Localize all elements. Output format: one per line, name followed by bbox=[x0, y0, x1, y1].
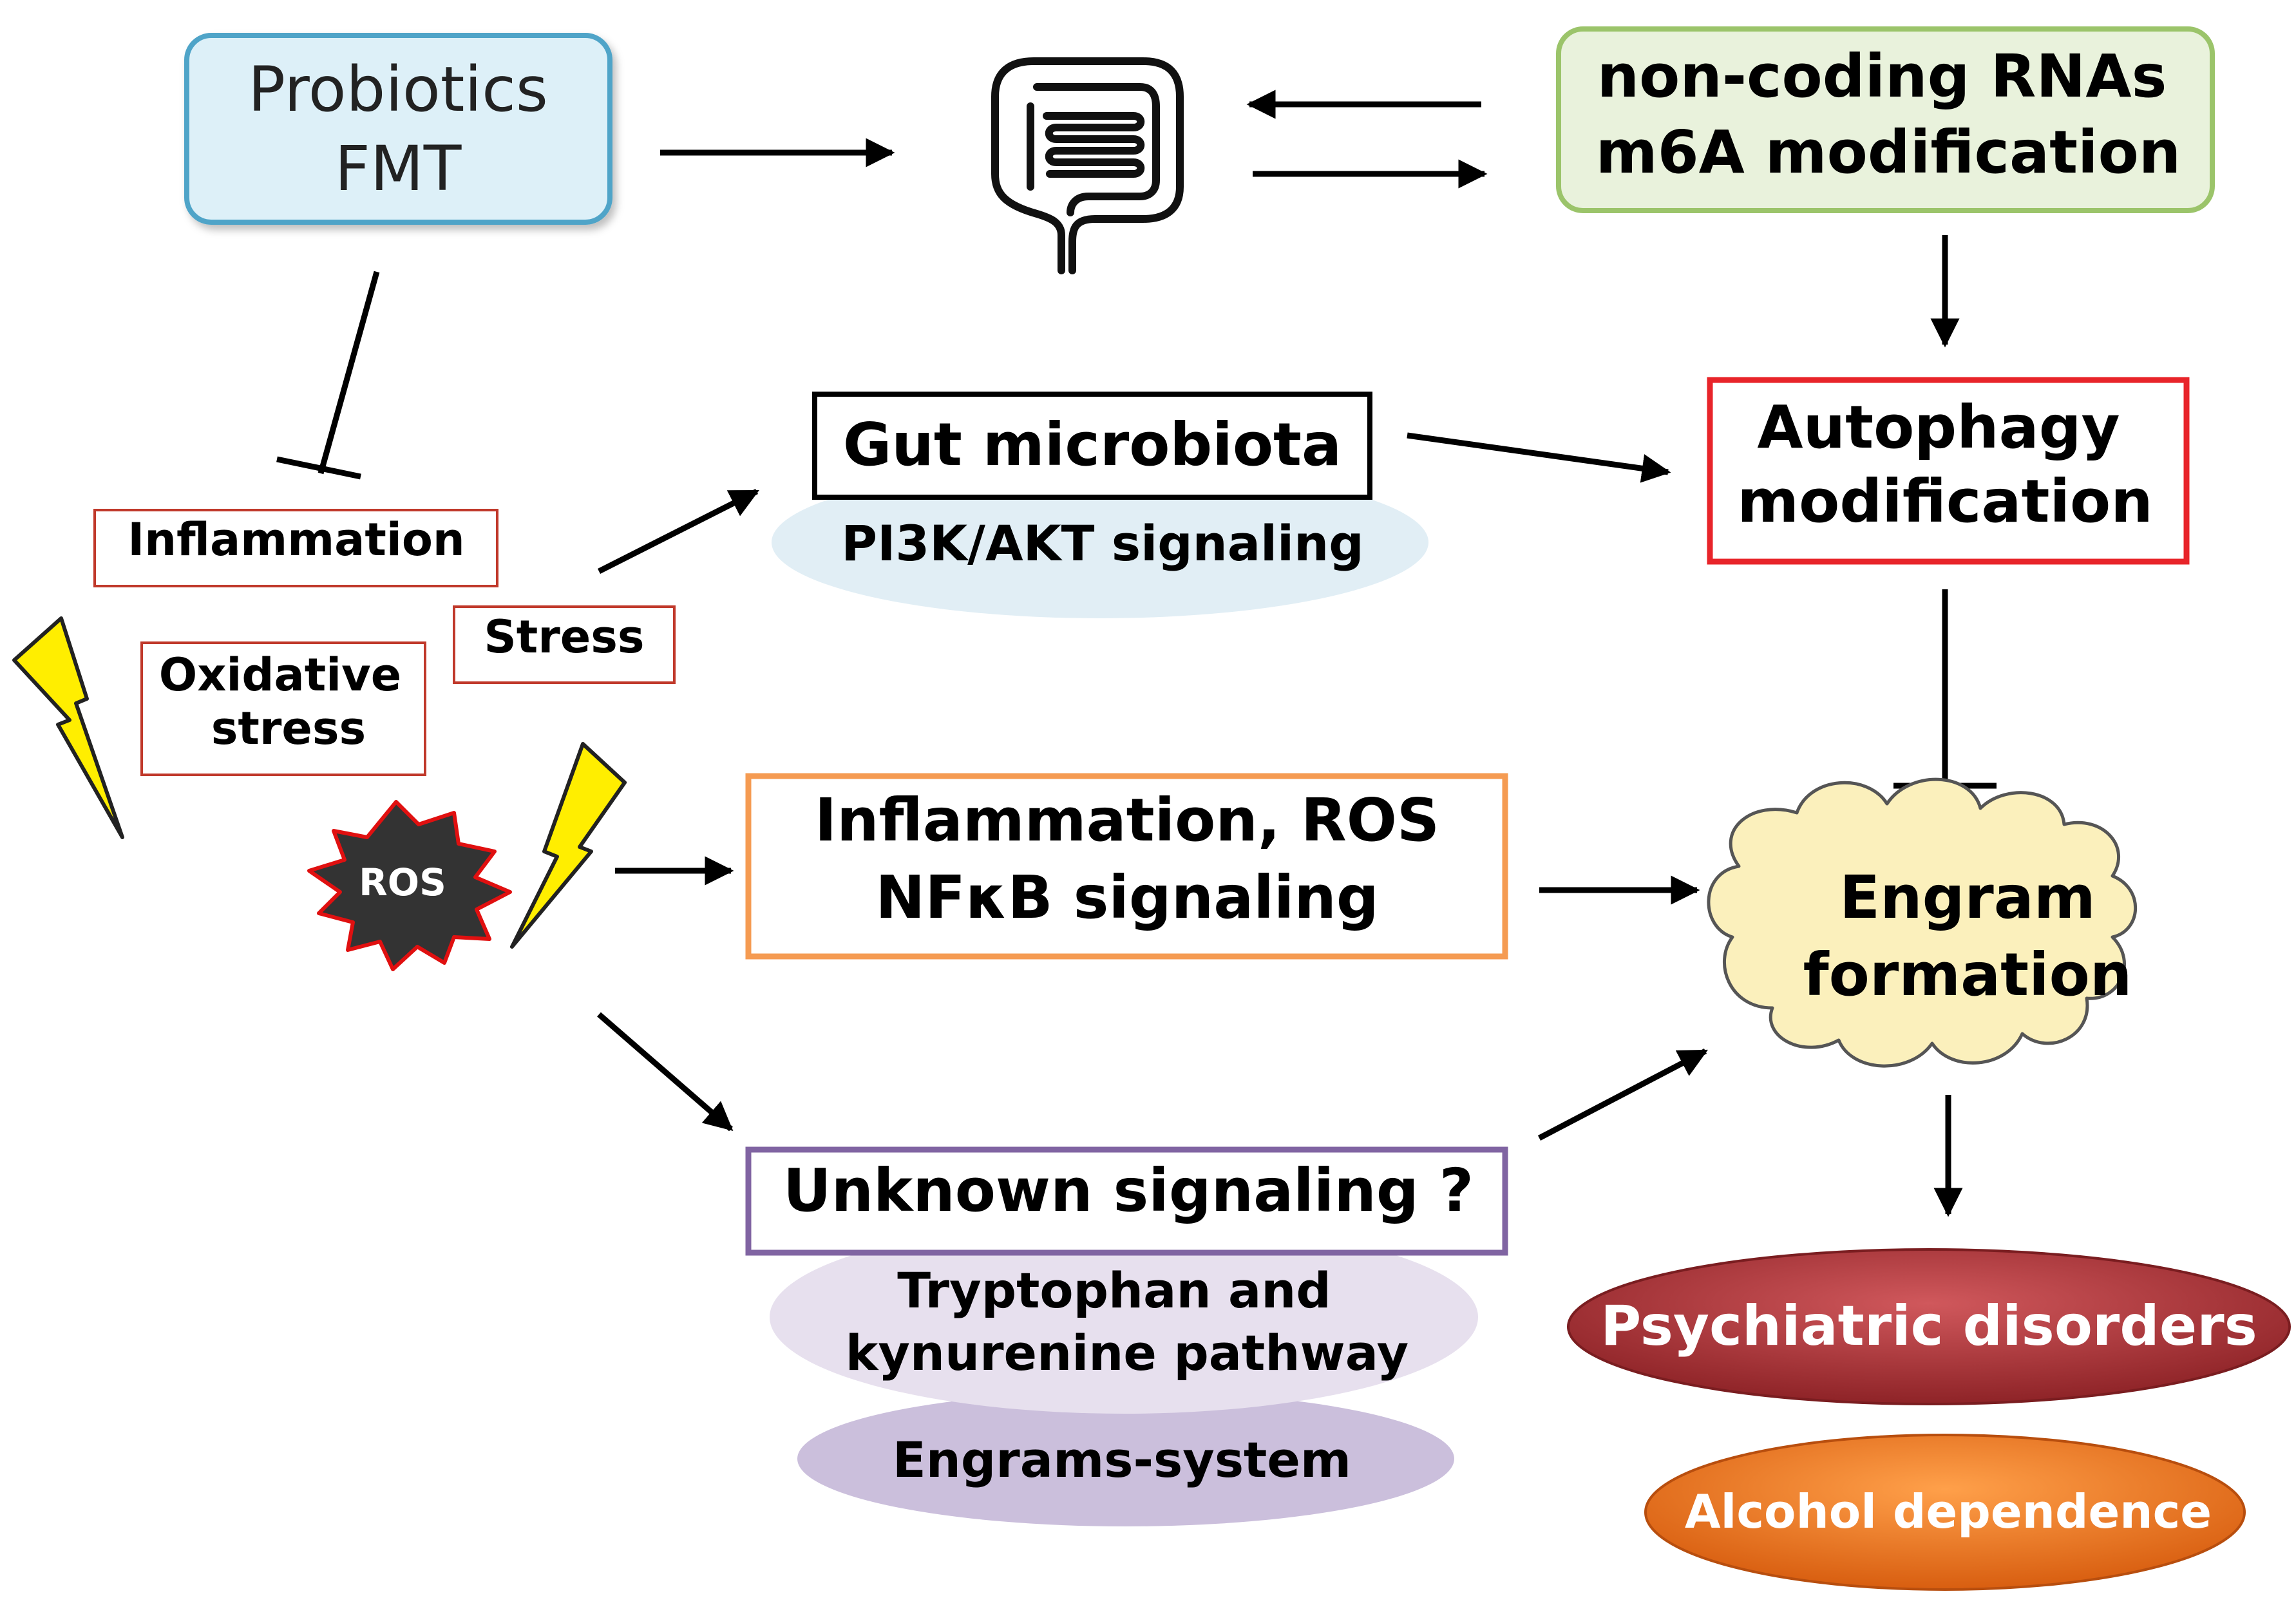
arrow-gut-microbiota-to-autophagy bbox=[1407, 432, 1671, 483]
inflammation-small-label: Inflammation bbox=[128, 513, 465, 566]
autophagy-node: Autophagy modification bbox=[1707, 377, 2190, 565]
unknown-signaling-node: Unknown signaling ? bbox=[745, 1146, 1508, 1256]
stress-small-label: Stress bbox=[484, 611, 644, 663]
gut-microbiota-label: Gut microbiota bbox=[843, 410, 1342, 479]
lightning-icon-left bbox=[12, 616, 124, 839]
connectors bbox=[276, 90, 1997, 1217]
alcohol-node: Alcohol dependence bbox=[1644, 1434, 2246, 1591]
gut-microbiota-node: Gut microbiota bbox=[812, 392, 1372, 500]
ros-burst-label: ROS bbox=[359, 860, 446, 904]
arrow-to-unknown bbox=[597, 1012, 734, 1132]
inflam-ros-label-1: Inflammation, ROS bbox=[815, 786, 1439, 855]
psychiatric-node: Psychiatric disorders bbox=[1567, 1248, 2291, 1405]
engrams-system-label: Engrams-system bbox=[893, 1431, 1351, 1488]
tryptophan-node: Tryptophan and kynurenine pathway bbox=[770, 1220, 1478, 1414]
inhibit-probiotics-inflammation bbox=[318, 271, 380, 475]
probiotics-label-2: FMT bbox=[335, 133, 462, 205]
inflammation-small-node: Inflammation bbox=[93, 509, 498, 587]
inflam-ros-label-2: NFκB signaling bbox=[875, 863, 1379, 932]
ncrna-label-2: m6A modification bbox=[1596, 118, 2181, 187]
intestine-icon bbox=[991, 57, 1184, 274]
probiotics-label-1: Probiotics bbox=[248, 53, 548, 126]
alcohol-label: Alcohol dependence bbox=[1685, 1485, 2212, 1539]
inhibit-bar-inflammation bbox=[276, 456, 361, 480]
autophagy-label-2: modification bbox=[1737, 467, 2152, 536]
ros-burst-icon: ROS bbox=[307, 800, 512, 971]
engram-label-1: Engram bbox=[1839, 863, 2096, 932]
engram-cloud-shape bbox=[1707, 777, 2138, 1068]
oxidative-small-label-2: stress bbox=[211, 702, 366, 755]
probiotics-node: Probiotics FMT bbox=[184, 33, 612, 225]
ncrna-node: non-coding RNAs m6A modification bbox=[1556, 26, 2215, 213]
pi3k-label: PI3K/AKT signaling bbox=[841, 515, 1363, 572]
stress-small-node: Stress bbox=[453, 605, 676, 684]
inflam-ros-node: Inflammation, ROS NFκB signaling bbox=[745, 773, 1508, 960]
oxidative-small-label-1: Oxidative bbox=[159, 649, 402, 701]
unknown-signaling-label: Unknown signaling ? bbox=[783, 1156, 1474, 1225]
engram-node: Engram formation bbox=[1707, 777, 2138, 1068]
arrow-unknown-to-engram bbox=[1537, 1049, 1708, 1141]
autophagy-label-1: Autophagy bbox=[1757, 393, 2120, 462]
lightning-icon-right bbox=[510, 742, 627, 949]
engrams-system-node: Engrams-system bbox=[797, 1391, 1454, 1526]
tryptophan-label-1: Tryptophan and bbox=[897, 1262, 1331, 1319]
oxidative-small-node: Oxidative stress bbox=[140, 641, 426, 776]
arrow-stress-to-gut-microbiota bbox=[597, 488, 760, 574]
psychiatric-label: Psychiatric disorders bbox=[1600, 1294, 2257, 1358]
engram-label-2: formation bbox=[1803, 940, 2132, 1009]
ncrna-label-1: non-coding RNAs bbox=[1597, 42, 2167, 111]
tryptophan-label-2: kynurenine pathway bbox=[846, 1324, 1409, 1381]
pi3k-node: PI3K/AKT signaling bbox=[772, 466, 1428, 618]
